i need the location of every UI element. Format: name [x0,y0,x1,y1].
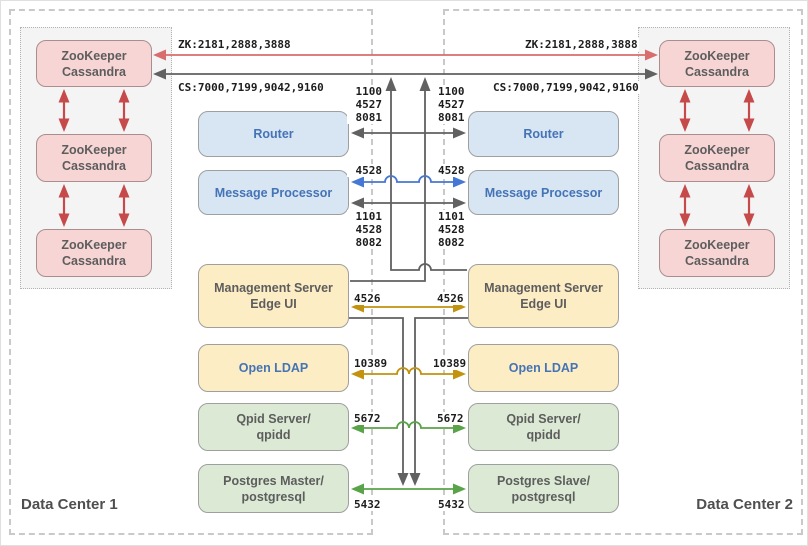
dc1-postgres-port-label: 5432 [353,498,382,511]
dc1-zk-cassandra-node-1: ZooKeeper Cassandra [36,40,152,87]
node-label-line1: ZooKeeper [684,48,750,63]
dc2-management-server-box: Management Server Edge UI [468,264,619,328]
dc2-message-processor-box: Message Processor [468,170,619,215]
dc2-zk-cassandra-node-3: ZooKeeper Cassandra [659,229,775,277]
node-label-line2: Cassandra [62,159,126,173]
dc2-zk-cassandra-node-2: ZooKeeper Cassandra [659,134,775,182]
router-label: Router [523,127,564,141]
dc2-router-box: Router [468,111,619,157]
mgmt-label-line1: Management Server [484,281,603,295]
dc2-open-ldap-box: Open LDAP [468,344,619,392]
message-processor-label: Message Processor [484,185,603,200]
dc1-message-processor-box: Message Processor [198,170,349,215]
mgmt-label-line1: Management Server [214,281,333,295]
dc2-qpid-port-label: 5672 [436,412,465,425]
node-label-line1: ZooKeeper [684,238,750,252]
zk-ports-label-right: ZK:2181,2888,3888 [524,38,639,51]
dc2-postgres-slave-box: Postgres Slave/ postgresql [468,464,619,513]
dc1-zk-cassandra-node-2: ZooKeeper Cassandra [36,134,152,182]
cs-ports-label-left: CS:7000,7199,9042,9160 [177,81,325,94]
dc1-ldap-port-label: 10389 [353,357,389,370]
ldap-label: Open LDAP [508,361,579,375]
dc1-router-box: Router [198,111,349,157]
postgres-label-line2: postgresql [241,489,306,504]
zk-ports-label-left: ZK:2181,2888,3888 [177,38,292,51]
dc1-open-ldap-box: Open LDAP [198,344,349,392]
dc2-mp-ports-label: 1101 4528 8082 [437,210,466,249]
data-center-2-container [443,9,803,535]
dc2-zk-cassandra-node-1: ZooKeeper Cassandra [659,40,775,87]
dc1-mp-blue-port-label: 4528 [347,164,383,177]
dc1-mgmt-port-label: 4526 [353,292,382,305]
dc2-mgmt-port-label: 4526 [436,292,465,305]
node-label-line2: Cassandra [62,64,126,79]
node-label-line2: Cassandra [685,159,749,173]
dc2-ldap-port-label: 10389 [432,357,468,370]
ldap-label: Open LDAP [238,361,309,375]
dc1-zk-cassandra-node-3: ZooKeeper Cassandra [36,229,152,277]
node-label-line1: ZooKeeper [61,238,127,252]
dc2-postgres-port-label: 5432 [437,498,466,511]
postgres-label-line1: Postgres Master/ [223,473,324,488]
dc1-router-ports-label: 1100 4527 8081 [347,85,383,124]
dc2-mp-blue-port-label: 4528 [437,164,466,177]
data-center-1-label: Data Center 1 [21,496,118,513]
qpid-label-line2: qpidd [256,428,291,442]
dc1-qpid-port-label: 5672 [353,412,382,425]
dc2-router-ports-label: 1100 4527 8081 [437,85,466,124]
mgmt-label-line2: Edge UI [520,297,567,311]
dc1-management-server-box: Management Server Edge UI [198,264,349,328]
qpid-label-line1: Qpid Server/ [236,412,311,426]
node-label-line1: ZooKeeper [61,143,127,157]
cs-ports-label-right: CS:7000,7199,9042,9160 [492,81,640,94]
router-label: Router [253,127,294,141]
qpid-label-line2: qpidd [526,428,561,442]
node-label-line1: ZooKeeper [684,143,750,157]
qpid-label-line1: Qpid Server/ [506,412,581,426]
data-center-2-label: Data Center 2 [696,496,793,513]
dc1-mp-ports-label: 1101 4528 8082 [347,210,383,249]
dc1-postgres-master-box: Postgres Master/ postgresql [198,464,349,513]
dc1-qpid-box: Qpid Server/ qpidd [198,403,349,451]
mgmt-label-line2: Edge UI [250,297,297,311]
postgres-label-line1: Postgres Slave/ [496,473,591,488]
dc2-qpid-box: Qpid Server/ qpidd [468,403,619,451]
node-label-line1: ZooKeeper [61,48,127,63]
postgres-label-line2: postgresql [511,489,576,504]
node-label-line2: Cassandra [685,254,749,268]
message-processor-label: Message Processor [214,185,333,200]
node-label-line2: Cassandra [62,254,126,268]
node-label-line2: Cassandra [685,64,749,79]
